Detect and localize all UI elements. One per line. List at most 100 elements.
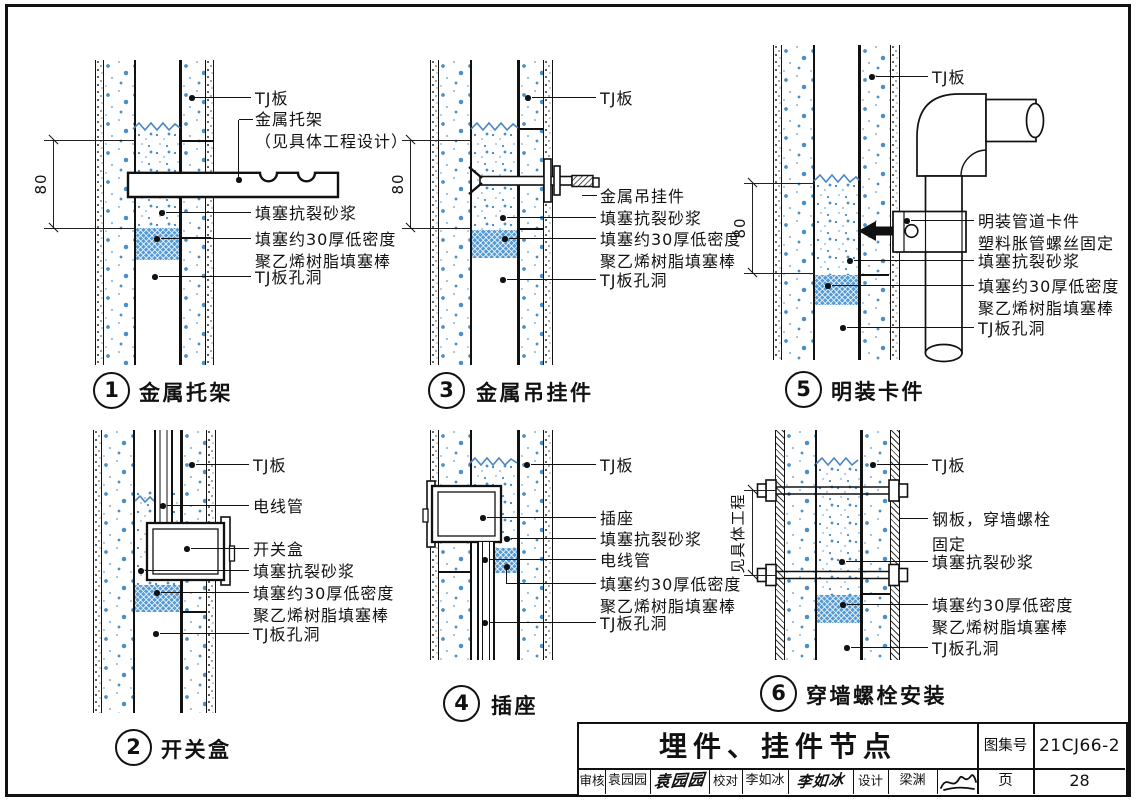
leader-line [489,622,596,624]
wall-panel [519,430,543,660]
page-number: 28 [1069,771,1090,790]
hole-edge-line [181,140,214,142]
title-block-divider [1033,724,1035,794]
label-tj-board: TJ板 [600,89,634,108]
wall-line [858,45,861,360]
resin-plug [816,595,860,623]
label-steel-plate-1: 钢板，穿墙螺栓 [932,510,1052,529]
label-tj-board: TJ板 [600,456,634,475]
dim-extension [44,140,135,141]
checker-label: 校对 [712,773,738,788]
sheet-title: 埋件、挂件节点 [658,730,897,763]
wall-outer-layer [542,60,553,365]
label-plug-1: 填塞约30厚低密度 [255,230,397,249]
atlas-number-value: 21CJ66-2 [1038,736,1121,756]
leader-line [506,567,508,584]
label-conduit: 电线管 [253,497,305,516]
label-bracket: 金属托架 [255,110,324,129]
dim-value: 见具体工程 [729,493,747,574]
leader-dot [500,215,506,221]
leader-dot [482,620,488,626]
label-mortar: 填塞抗裂砂浆 [255,204,358,223]
detail-number: 1 [93,372,130,409]
label-mortar: 填塞抗裂砂浆 [932,553,1035,572]
title-block-divider [788,768,790,794]
resin-plug [134,585,180,612]
leader-line [507,217,596,219]
wall-line [470,60,472,365]
leader-line [854,260,974,262]
designer-name: 梁渊 [899,773,926,788]
title-block-divider [650,768,652,794]
leader-dot [904,218,910,224]
label-plug-1: 填塞约30厚低密度 [932,596,1074,615]
wall-panel [782,45,813,360]
leader-dot [153,631,159,637]
dim-extension [744,183,815,184]
leader-dot [160,503,166,509]
label-mortar: 填塞抗裂砂浆 [978,252,1081,271]
label-hole: TJ板孔洞 [600,614,668,633]
reviewer-signature: 袁园园 [653,769,706,792]
label-hole: TJ板孔洞 [600,271,668,290]
leader-dot [154,590,160,596]
resin-plug [814,275,858,305]
leader-dot [525,95,531,101]
label-plug-2: 聚乙烯树脂填塞棒 [932,618,1069,637]
wall-outer-layer [889,45,900,360]
detail-caption: 插座 [491,694,538,718]
detail-caption: 开关盒 [161,738,232,762]
designer-signature [940,774,977,791]
leader-dot [825,283,831,289]
label-mortar: 填塞抗裂砂浆 [253,562,356,581]
hole-edge-line [181,237,211,239]
label-mortar: 填塞抗裂砂浆 [600,530,703,549]
label-hole: TJ板孔洞 [255,268,323,287]
title-block-divider [977,724,979,794]
leader-line [161,238,251,240]
wall-outer-layer [773,45,782,360]
title-block-divider [937,768,939,794]
leader-line [487,517,596,519]
wall-line [517,430,520,660]
label-plug-1: 填塞约30厚低密度 [600,575,742,594]
leader-dot [159,210,165,216]
label-plug-2: 聚乙烯树脂填塞棒 [255,252,392,271]
label-plug-2: 聚乙烯树脂填塞棒 [600,252,737,271]
label-hole: TJ板孔洞 [253,625,321,644]
steel-plate-layer [775,430,785,660]
mortar-fill [471,131,517,230]
dim-extension [402,140,472,141]
resin-plug [495,548,517,573]
leader-dot [480,515,486,521]
leader-line [846,561,928,563]
label-plug-1: 填塞约30厚低密度 [253,584,395,603]
dim-line [752,183,753,273]
reviewer-label: 审核 [579,773,605,788]
leader-dot [152,274,158,280]
wall-outer-layer [430,60,439,365]
label-socket: 插座 [600,509,635,528]
wall-panel [860,45,890,360]
leader-line [166,212,251,214]
label-tj-board: TJ板 [255,89,289,108]
dim-extension [402,228,472,229]
wall-line [133,430,135,713]
atlas-number-label: 图集号 [983,738,1028,754]
wall-line [813,45,815,360]
leader-dot [504,564,510,570]
dim-line [53,140,54,228]
wall-outer-layer [95,60,104,365]
leader-dot [504,536,510,542]
leader-line [509,238,596,240]
hole-edge-line [182,611,206,613]
leader-dot [870,462,876,468]
detail-number: 4 [443,685,480,722]
wall-outer-layer [430,430,439,660]
wall-panel [785,430,815,660]
page-label: 页 [998,773,1013,789]
leader-line [167,505,249,507]
dim-extension [744,490,776,491]
detail-number: 3 [428,372,465,409]
